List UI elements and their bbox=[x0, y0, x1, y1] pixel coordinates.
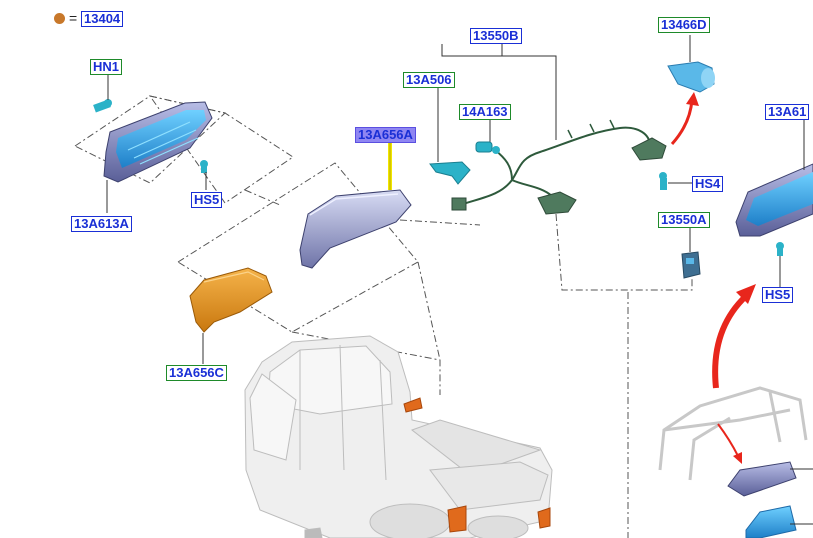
callout-13a613a[interactable]: 13A613A bbox=[71, 216, 132, 232]
dashed-guide-right bbox=[555, 213, 693, 538]
callout-13550b[interactable]: 13550B bbox=[470, 28, 522, 44]
callout-13466d[interactable]: 13466D bbox=[658, 17, 710, 33]
screw-hs5-right[interactable] bbox=[776, 242, 784, 256]
red-arrow-small bbox=[717, 423, 739, 457]
red-arrowhead-upper bbox=[686, 92, 699, 106]
red-arrow-upper bbox=[670, 99, 694, 146]
callout-13a61[interactable]: 13A61 bbox=[765, 104, 810, 120]
red-arrow-lower bbox=[712, 293, 749, 389]
lamp-bottom-right[interactable] bbox=[727, 461, 797, 538]
callout-13a656a[interactable]: 13A656A bbox=[355, 127, 416, 143]
callout-hs5-right[interactable]: HS5 bbox=[762, 287, 794, 303]
legend-equals: = bbox=[69, 10, 78, 26]
red-arrowhead-lower bbox=[736, 284, 756, 304]
legend-code-13404[interactable]: 13404 bbox=[81, 11, 124, 27]
callout-hn1[interactable]: HN1 bbox=[90, 59, 123, 75]
lamp-assembly-right[interactable] bbox=[735, 163, 813, 237]
callout-14a163[interactable]: 14A163 bbox=[459, 104, 511, 120]
lamp-assembly-left[interactable] bbox=[74, 95, 294, 204]
screw-hs4[interactable] bbox=[659, 172, 667, 190]
high-mount-lamp-housing[interactable] bbox=[299, 189, 412, 269]
callout-13a656c[interactable]: 13A656C bbox=[166, 365, 227, 381]
callout-13a506[interactable]: 13A506 bbox=[403, 72, 455, 88]
connector-14a163[interactable] bbox=[475, 141, 500, 154]
orange-lamp-cover[interactable] bbox=[189, 267, 273, 333]
legend-dot-icon bbox=[54, 13, 65, 24]
harness-13550a[interactable] bbox=[681, 251, 701, 279]
callout-hs5-left[interactable]: HS5 bbox=[191, 192, 223, 208]
harness-callout-lines bbox=[437, 44, 557, 162]
bracket-13a506[interactable] bbox=[429, 161, 471, 185]
leader-lines-left bbox=[106, 75, 207, 213]
callout-hs4[interactable]: HS4 bbox=[692, 176, 724, 192]
bulb-socket-13466d[interactable] bbox=[667, 61, 715, 93]
truck-illustration bbox=[244, 335, 553, 538]
callout-13550a[interactable]: 13550A bbox=[658, 212, 710, 228]
red-arrowhead-small bbox=[733, 452, 742, 464]
wiring-harness[interactable] bbox=[451, 119, 667, 215]
